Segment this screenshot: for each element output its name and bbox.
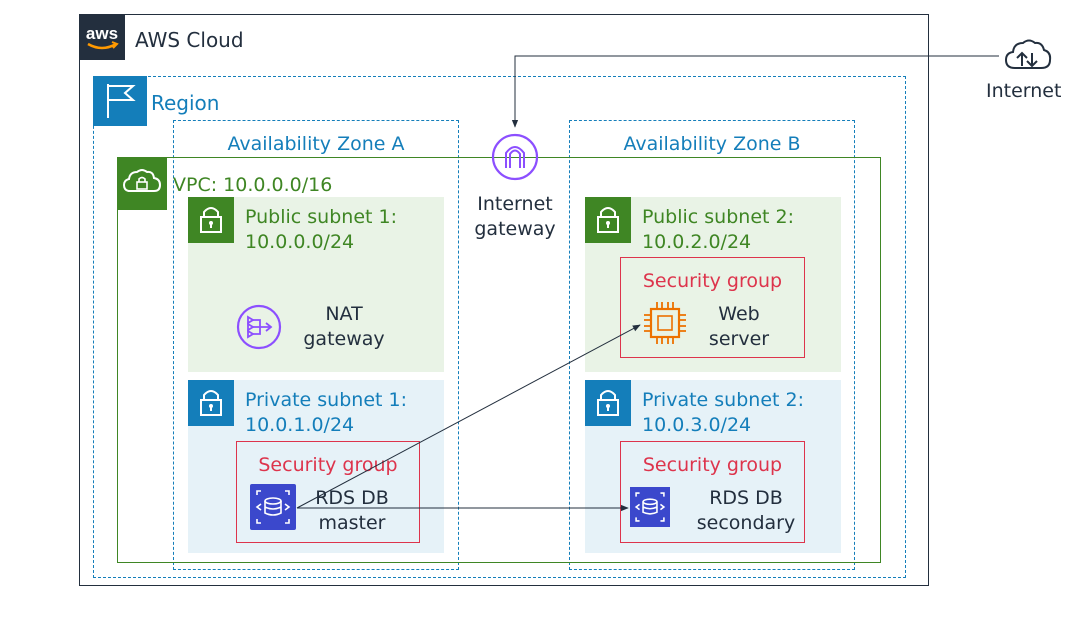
security-group-rds-secondary: [620, 441, 805, 543]
internet-to-gateway-connector: [511, 55, 999, 128]
web-server-label: Web server: [694, 302, 784, 352]
internet-gateway-line2: gateway: [474, 218, 556, 240]
web-server-line1: Web: [718, 303, 760, 325]
security-group-rds-secondary-label: Security group: [642, 454, 783, 476]
rds-secondary-label: RDS DB secondary: [688, 486, 804, 536]
private-subnet-2-lock-icon: [585, 380, 631, 426]
internet-label: Internet: [986, 80, 1062, 102]
private-subnet-1-cidr: 10.0.1.0/24: [245, 414, 355, 436]
rds-secondary-line2: secondary: [696, 512, 796, 534]
public-subnet-2-cidr: 10.0.2.0/24: [642, 231, 752, 253]
internet-gateway-line1: Internet: [477, 193, 553, 215]
public-subnet-1-name: Public subnet 1:: [245, 206, 397, 228]
ec2-web-server-chip-icon: [640, 298, 690, 348]
aws-cloud-container: [79, 14, 929, 586]
rds-master-to-web-server-connector: [296, 324, 641, 509]
rds-master-line2: master: [318, 512, 386, 534]
public-subnet-1-cidr: 10.0.0.0/24: [245, 231, 355, 253]
nat-gateway-line2: gateway: [303, 328, 385, 350]
private-subnet-1-lock-icon: [188, 380, 234, 426]
vpc-label: VPC: 10.0.0.0/16: [173, 174, 333, 196]
availability-zone-a-label: Availability Zone A: [227, 133, 405, 155]
private-subnet-1-label: Private subnet 1: 10.0.1.0/24: [245, 388, 407, 438]
nat-gateway-label: NAT gateway: [296, 302, 392, 352]
aws-cloud-label: AWS Cloud: [135, 28, 244, 52]
rds-secondary-database-icon: [630, 487, 670, 527]
region-container: [93, 76, 906, 578]
private-subnet-2-name: Private subnet 2:: [642, 389, 804, 411]
availability-zone-a: [173, 120, 459, 570]
aws-logo-icon: aws: [79, 14, 125, 60]
rds-master-line1: RDS DB: [315, 487, 389, 509]
security-group-rds-master: [236, 441, 420, 543]
public-subnet-2-label: Public subnet 2: 10.0.2.0/24: [642, 205, 794, 255]
private-subnet-1-name: Private subnet 1:: [245, 389, 407, 411]
rds-master-database-icon: [250, 484, 296, 530]
private-subnet-2-label: Private subnet 2: 10.0.3.0/24: [642, 388, 804, 438]
internet-gateway-icon: [490, 132, 540, 182]
availability-zone-b-label: Availability Zone B: [623, 133, 801, 155]
private-subnet-2-cidr: 10.0.3.0/24: [642, 414, 752, 436]
svg-text:aws: aws: [86, 24, 118, 43]
rds-master-label: RDS DB master: [304, 486, 400, 536]
security-group-web-label: Security group: [642, 270, 783, 292]
availability-zone-b: [569, 120, 855, 570]
internet-gateway-label: Internet gateway: [465, 192, 565, 242]
public-subnet-1-lock-icon: [188, 197, 234, 243]
internet-cloud-icon: [1001, 36, 1053, 76]
vpc-cloud-lock-icon: [117, 157, 167, 210]
nat-gateway-line1: NAT: [325, 303, 363, 325]
vpc-container: [117, 157, 881, 563]
public-subnet-2-lock-icon: [585, 197, 631, 243]
public-subnet-2-name: Public subnet 2:: [642, 206, 794, 228]
region-flag-icon: [93, 76, 147, 126]
region-label: Region: [151, 91, 220, 115]
public-subnet-1-label: Public subnet 1: 10.0.0.0/24: [245, 205, 397, 255]
rds-secondary-line1: RDS DB: [709, 487, 783, 509]
nat-gateway-icon: [236, 304, 282, 350]
web-server-line2: server: [708, 328, 770, 350]
security-group-rds-master-label: Security group: [258, 454, 398, 476]
security-group-web: [620, 257, 805, 358]
